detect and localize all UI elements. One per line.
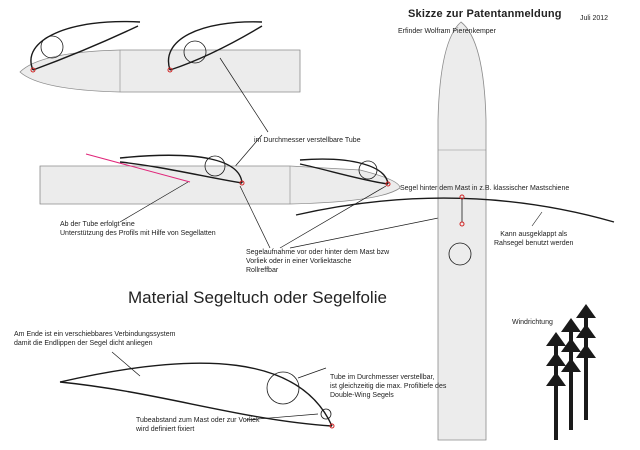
label-wind-direction: Windrichtung <box>512 319 553 326</box>
wing-profile-bottom <box>59 362 335 429</box>
page-title: Skizze zur Patentanmeldung <box>408 8 562 20</box>
label-tube-adjustable: im Durchmesser verstellbare Tube <box>254 137 361 144</box>
wing-profile-1 <box>30 20 141 73</box>
wing-profile-2 <box>167 21 263 73</box>
label-square-sail: Kann ausgeklappt als Rahsegel benutzt we… <box>494 231 574 247</box>
label-material: Material Segeltuch oder Segelfolie <box>128 288 387 307</box>
label-tube-distance: Tubeabstand zum Mast oder zur Vorliek wi… <box>136 417 260 433</box>
label-support-battens: Ab der Tube erfolgt eine Unterstützung d… <box>60 221 216 237</box>
pointer-lines-tube <box>219 57 269 171</box>
wind-arrows <box>546 304 596 440</box>
mast-section-middle <box>39 165 401 205</box>
wing-profile-3 <box>119 154 245 186</box>
pointer-rahsegel <box>531 211 543 227</box>
label-luff-groove: Segelaufnahme vor oder hinter dem Mast b… <box>246 249 390 274</box>
label-sail-behind-mast: Segel hinter dem Mast in z.B. klassische… <box>400 185 570 192</box>
mast-point-bottom <box>459 221 465 227</box>
wing-profile-4 <box>299 158 391 187</box>
label-tube-profile-depth: Tube im Durchmesser verstellbar, ist gle… <box>330 374 447 399</box>
inventor-label: Erfinder Wolfram Pierenkemper <box>398 28 496 35</box>
wind-arrow-2 <box>561 318 581 430</box>
batten-line <box>85 153 191 183</box>
pointer-lines-middle <box>119 181 459 249</box>
yard-curve <box>295 197 615 223</box>
date-label: Juli 2012 <box>580 15 609 22</box>
wind-arrow-1 <box>546 332 566 440</box>
label-connection-system: Am Ende ist ein verschiebbares Verbindun… <box>14 331 176 347</box>
wind-arrow-3 <box>576 304 596 420</box>
tube-circle-vertical <box>448 242 472 266</box>
pointer-lines-bottom <box>111 351 327 421</box>
mast-vertical <box>437 21 487 441</box>
mast-section-top <box>19 49 301 93</box>
